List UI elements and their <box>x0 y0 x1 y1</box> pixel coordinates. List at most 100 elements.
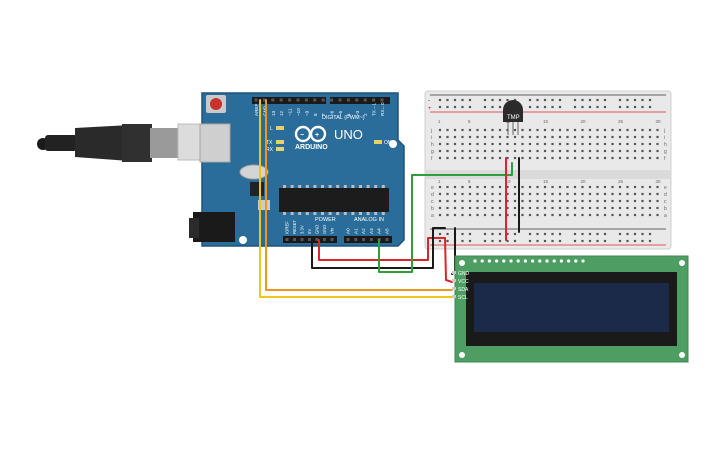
header-pin <box>323 238 326 241</box>
breadboard-hole <box>573 128 577 132</box>
breadboard-hole <box>483 206 487 210</box>
breadboard-hole <box>536 135 539 139</box>
row-letter: b <box>664 206 667 212</box>
sensor-label: TMP <box>507 115 520 121</box>
breadboard-hole <box>513 149 517 153</box>
lcd-pin-label: SCL <box>458 295 468 301</box>
breadboard-hole <box>648 232 652 236</box>
breadboard-hole <box>596 192 599 196</box>
breadboard-hole <box>626 135 629 139</box>
breadboard-hole <box>498 156 502 160</box>
breadboard-hole <box>618 185 622 189</box>
lcd-header-pins <box>473 259 585 263</box>
row-letter: d <box>431 192 434 198</box>
tmp-sensor: TMP <box>503 100 523 135</box>
breadboard-hole <box>513 128 517 132</box>
breadboard-hole <box>558 213 562 217</box>
breadboard-hole <box>446 206 449 210</box>
breadboard-hole <box>551 149 554 153</box>
breadboard-hole <box>453 98 457 102</box>
breadboard-hole <box>543 135 547 139</box>
digital-label: DIGITAL (PWM~) <box>322 115 365 121</box>
model-label: UNO <box>334 127 363 142</box>
breadboard-hole <box>438 98 442 102</box>
breadboard-hole <box>551 98 554 102</box>
digital-pin-label: 8 <box>313 113 318 116</box>
digital-pin-label: 7 <box>321 113 326 116</box>
breadboard-hole <box>648 192 652 196</box>
analog-pin-label: A0 <box>346 228 351 234</box>
chip-pin <box>328 212 332 215</box>
breadboard-hole <box>633 232 637 236</box>
breadboard-hole <box>461 142 464 146</box>
usb-port <box>199 123 231 163</box>
breadboard-hole <box>551 142 554 146</box>
breadboard-hole <box>656 199 659 203</box>
breadboard-hole <box>498 239 502 243</box>
breadboard-hole <box>536 192 539 196</box>
analog-pin-label: A2 <box>361 228 366 234</box>
analog-pin-label: A1 <box>353 228 358 234</box>
breadboard-hole <box>603 239 607 243</box>
column-number: 30 <box>656 119 662 124</box>
header-pin <box>354 238 358 241</box>
breadboard-hole <box>626 199 629 203</box>
chip-pin <box>374 185 378 188</box>
breadboard-hole <box>528 192 532 196</box>
breadboard-hole <box>558 192 562 196</box>
breadboard-hole <box>491 149 494 153</box>
breadboard-hole <box>633 156 637 160</box>
row-letter: e <box>664 185 667 191</box>
breadboard-hole <box>491 185 494 189</box>
breadboard-hole <box>633 199 637 203</box>
breadboard-hole <box>468 206 472 210</box>
breadboard-hole <box>528 199 532 203</box>
chip-pin <box>313 212 317 215</box>
reset-button-icon[interactable] <box>206 95 226 113</box>
header-pin <box>330 238 334 241</box>
breadboard-hole <box>453 142 457 146</box>
breadboard-hole <box>476 199 479 203</box>
breadboard-hole <box>543 105 547 109</box>
column-number: 20 <box>581 179 587 184</box>
breadboard-hole <box>521 185 524 189</box>
breadboard-hole <box>543 206 547 210</box>
breadboard-hole <box>566 149 569 153</box>
digital-pin-label: ~6 <box>330 110 335 116</box>
breadboard-hole <box>543 98 547 102</box>
breadboard-hole <box>438 142 442 146</box>
breadboard-hole <box>483 239 487 243</box>
lcd-pin-label: VCC <box>458 279 469 285</box>
breadboard-hole <box>656 192 659 196</box>
breadboard-hole <box>641 239 644 243</box>
breadboard-hole <box>468 192 472 196</box>
breadboard-hole <box>588 213 592 217</box>
breadboard-hole <box>476 156 479 160</box>
breadboard-hole <box>656 206 659 210</box>
breadboard-hole <box>453 128 457 132</box>
breadboard-hole <box>536 156 539 160</box>
breadboard-hole <box>656 185 659 189</box>
breadboard-hole <box>483 142 487 146</box>
breadboard-hole <box>476 206 479 210</box>
led-rx <box>276 147 284 151</box>
header-pin <box>372 98 376 102</box>
breadboard-hole <box>446 135 449 139</box>
row-letter: g <box>431 149 434 155</box>
header-pin <box>279 98 283 102</box>
breadboard-hole <box>641 156 644 160</box>
breadboard-hole <box>588 105 592 109</box>
capacitor <box>258 200 270 210</box>
breadboard-hole <box>618 128 622 132</box>
mount-hole <box>679 260 685 266</box>
chip-pin <box>343 212 347 215</box>
rail-minus-label: - <box>428 98 430 104</box>
row-letter: c <box>664 199 667 205</box>
breadboard-hole <box>573 206 577 210</box>
digital-pin-label: AREF <box>254 104 259 116</box>
breadboard-hole <box>468 232 472 236</box>
breadboard-hole <box>573 239 577 243</box>
lcd-header-dot <box>523 259 528 263</box>
header-pin <box>385 238 389 241</box>
chip-pin <box>321 212 324 215</box>
